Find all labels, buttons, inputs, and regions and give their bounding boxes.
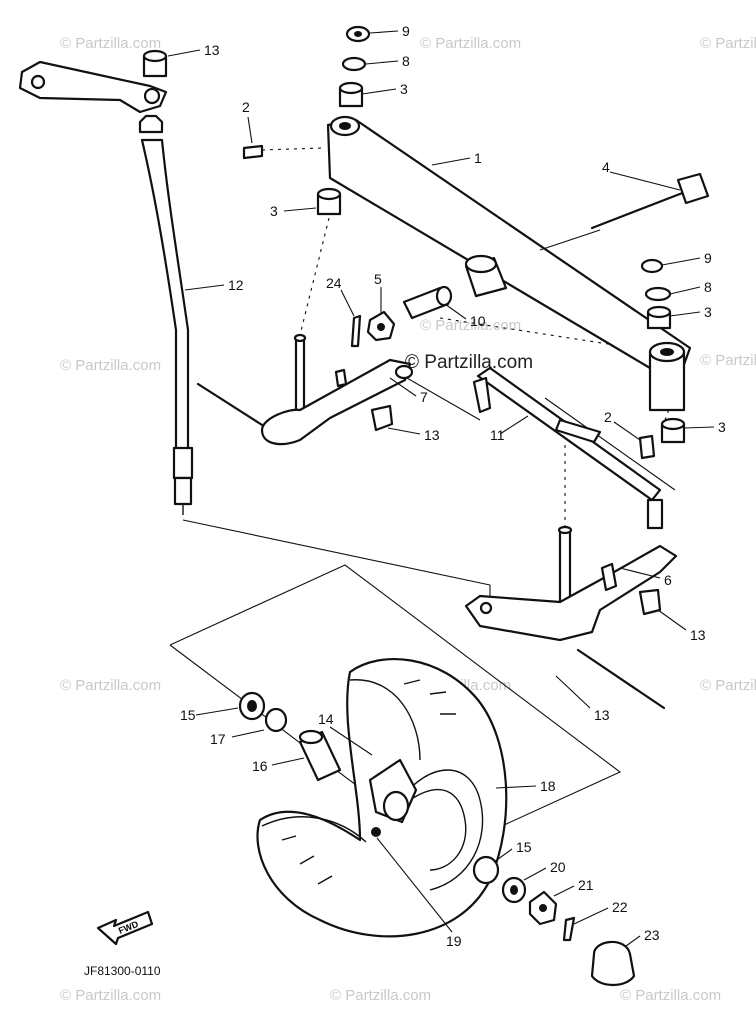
drawing-code: JF81300-0110 <box>84 964 161 978</box>
callout-label: 19 <box>446 933 462 949</box>
callout-label: 13 <box>424 427 440 443</box>
collars <box>142 25 686 460</box>
callout-leaders <box>167 30 715 947</box>
callout-label: 9 <box>402 23 410 39</box>
watermark: © Partzilla.com <box>330 987 431 1004</box>
forward-direction-arrow: FWD <box>96 910 154 946</box>
wheel-hardware <box>238 691 636 987</box>
watermark: © Partzilla.com <box>60 35 161 52</box>
callout-label: 16 <box>252 758 268 774</box>
callout-label: 3 <box>400 81 408 97</box>
tie-rod-12 <box>18 60 194 515</box>
callout-label: 11 <box>490 427 505 443</box>
callout-labels: 13 9 8 3 2 1 4 3 12 24 5 10 9 8 3 7 13 1… <box>180 23 726 949</box>
callout-label: 12 <box>228 277 244 293</box>
callout-label: 1 <box>474 150 482 166</box>
callout-label: 18 <box>540 778 556 794</box>
callout-label: 5 <box>374 271 382 287</box>
callout-label: 13 <box>690 627 706 643</box>
callout-label: 8 <box>402 53 410 69</box>
callout-label: 2 <box>242 99 250 115</box>
watermark: © Partzilla.com <box>620 987 721 1004</box>
watermark: © Partzilla.com <box>420 317 521 334</box>
callout-label: 15 <box>180 707 196 723</box>
watermark: © Partzilla.com <box>420 35 521 52</box>
callout-label: 10 <box>470 313 486 329</box>
callout-label: 3 <box>270 203 278 219</box>
wheel-assembly <box>256 657 508 938</box>
callout-label: 8 <box>704 279 712 295</box>
watermark: © Partzilla.com <box>60 357 161 374</box>
callout-label: 7 <box>420 389 428 405</box>
callout-label: 23 <box>644 927 660 943</box>
center-watermark: © Partzilla.com <box>405 352 533 373</box>
watermark: © Partzilla.com <box>700 677 756 694</box>
knuckle-arm-6 <box>464 525 678 710</box>
callout-label: 13 <box>594 707 610 723</box>
callout-label: 2 <box>604 409 612 425</box>
callout-label: 24 <box>326 275 342 291</box>
callout-label: 20 <box>550 859 566 875</box>
watermark: © Partzilla.com <box>700 352 756 369</box>
callout-label: 14 <box>318 711 334 727</box>
tie-rod-11 <box>472 366 664 530</box>
callout-label: 3 <box>704 304 712 320</box>
pivot-bolt-4 <box>590 172 710 230</box>
callout-label: 9 <box>704 250 712 266</box>
callout-label: 15 <box>516 839 532 855</box>
watermark: © Partzilla.com <box>700 35 756 52</box>
small-hardware <box>350 285 453 348</box>
watermark: © Partzilla.com <box>60 677 161 694</box>
callout-label: 4 <box>602 159 610 175</box>
assembly-lines <box>169 147 681 853</box>
callout-label: 22 <box>612 899 628 915</box>
callout-label: 21 <box>578 877 594 893</box>
front-axle-beam-1 <box>326 115 692 412</box>
callout-label: 3 <box>718 419 726 435</box>
knuckle-arm-7 <box>196 333 414 446</box>
watermark: © Partzilla.com <box>60 987 161 1004</box>
callout-label: 6 <box>664 572 672 588</box>
callout-label: 13 <box>204 42 220 58</box>
callout-label: 17 <box>210 731 226 747</box>
